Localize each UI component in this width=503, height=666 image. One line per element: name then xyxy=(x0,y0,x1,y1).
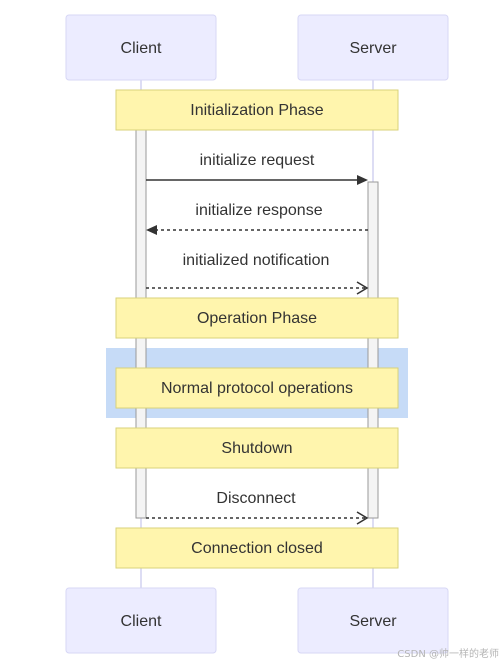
message-initialized-notification-label: initialized notification xyxy=(183,252,330,269)
message-initialize-request-label: initialize request xyxy=(200,152,315,169)
note-normal-protocol-operations-label: Normal protocol operations xyxy=(161,380,353,397)
server-actor-bottom xyxy=(297,587,449,654)
note-initialization-phase-label: Initialization Phase xyxy=(190,102,324,119)
watermark: CSDN @帅一样的老师 xyxy=(397,649,499,660)
note-shutdown-label: Shutdown xyxy=(221,440,292,457)
server-actor-top-label: Server xyxy=(349,40,397,57)
message-initialize-response-arrowhead xyxy=(146,225,157,235)
server-activation-bar xyxy=(367,181,379,519)
server-actor-bottom-label: Server xyxy=(349,613,397,630)
note-operation-phase-label: Operation Phase xyxy=(197,310,317,327)
note-connection-closed-label: Connection closed xyxy=(191,540,323,557)
note-initialization-phase xyxy=(115,89,399,131)
message-disconnect-arrowhead xyxy=(356,511,369,525)
message-initialize-response-label: initialize response xyxy=(195,202,322,219)
client-actor-bottom xyxy=(65,587,217,654)
note-normal-protocol-operations xyxy=(115,367,399,409)
server-actor-top xyxy=(297,14,449,81)
message-initialize-request-arrowhead xyxy=(357,175,368,185)
note-operation-phase xyxy=(115,297,399,339)
client-actor-top xyxy=(65,14,217,81)
message-disconnect-label: Disconnect xyxy=(216,490,296,507)
client-actor-top-label: Client xyxy=(121,40,162,57)
message-initialized-notification-arrowhead xyxy=(356,281,369,295)
note-shutdown xyxy=(115,427,399,469)
note-connection-closed xyxy=(115,527,399,569)
client-actor-bottom-label: Client xyxy=(121,613,162,630)
